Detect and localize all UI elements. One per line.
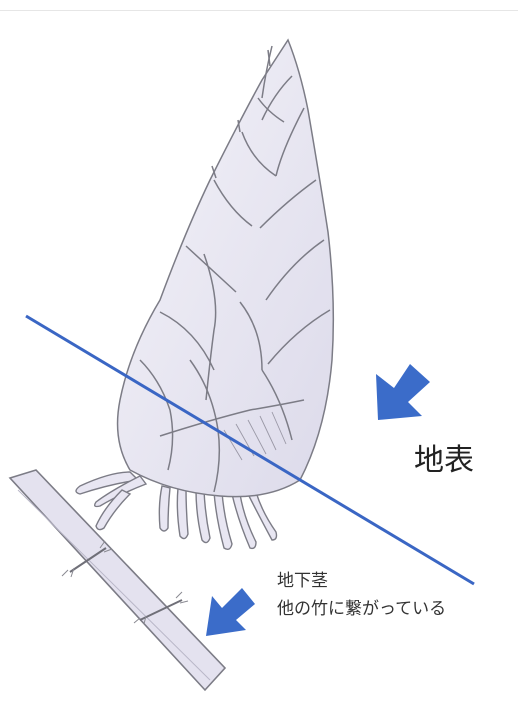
rhizome-label: 地下茎 他の竹に繋がっている: [277, 567, 446, 623]
arrow-down-left-icon: [206, 588, 255, 636]
rhizome-title: 地下茎: [277, 567, 446, 595]
rhizome-description: 他の竹に繋がっている: [277, 595, 446, 623]
arrow-down-left-icon: [376, 364, 430, 420]
ground-surface-label: 地表: [414, 435, 474, 479]
bamboo-shoot: [118, 40, 334, 497]
